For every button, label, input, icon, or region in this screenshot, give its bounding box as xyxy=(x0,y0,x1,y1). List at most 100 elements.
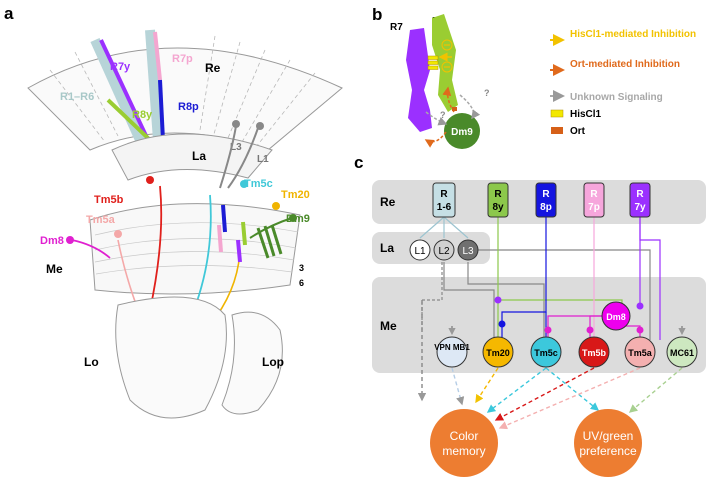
unknown-q-1: ? xyxy=(484,88,490,98)
receptor-r8y: R 8y xyxy=(487,182,509,218)
synapse-dot-2 xyxy=(498,320,506,328)
hiscl1-box-3 xyxy=(427,65,439,70)
l1-neuron xyxy=(227,127,259,189)
label-dm9-b: Dm9 xyxy=(451,127,473,138)
r8p-column xyxy=(158,79,165,141)
panel-b: b R7 R8 Dm9 ? ? HisCl1-mediated Inhibiti… xyxy=(372,5,696,149)
node-tm20-label: Tm20 xyxy=(486,348,510,358)
label-la: La xyxy=(192,149,206,163)
label-r7: R7 xyxy=(390,22,403,33)
row-re-label: Re xyxy=(380,195,396,209)
output-color-memory-line2: memory xyxy=(442,444,485,458)
hiscl1-box-2 xyxy=(427,60,439,65)
receptor-r8p-line1: R xyxy=(542,189,550,200)
node-vpn-mb1: VPN MB1 xyxy=(434,336,470,368)
synapse-dot-1 xyxy=(494,296,502,304)
medulla-region xyxy=(89,203,301,295)
node-tm5a-label: Tm5a xyxy=(628,348,653,358)
legend-ort-inhibition-label: Ort-mediated Inhibition xyxy=(570,59,680,70)
label-layer-3: 3 xyxy=(299,263,304,273)
node-vpn-mb1-label: VPN MB1 xyxy=(434,343,470,352)
label-r8y: R8y xyxy=(132,109,153,121)
synapse-dot-6 xyxy=(636,326,644,334)
r7p-column xyxy=(153,31,162,81)
label-lo: Lo xyxy=(84,355,99,369)
legend-unknown-label: Unknown Signaling xyxy=(570,92,663,103)
lobula-region xyxy=(115,296,227,419)
row-me-label: Me xyxy=(380,319,397,333)
label-dm9: Dm9 xyxy=(286,213,310,225)
dm9-neuron xyxy=(249,217,293,239)
legend-hiscl1-box xyxy=(550,109,564,118)
panel-a: a R7y R7p Re R1–R6 R8y R8p La L3 L1 xyxy=(4,4,343,419)
r8y-terminal xyxy=(241,221,247,246)
r8p-terminal xyxy=(221,204,227,233)
r1-6-column-2 xyxy=(145,29,163,141)
node-tm5b-label: Tm5b xyxy=(582,348,607,358)
ort-box-1 xyxy=(452,107,457,111)
output-uv-green-preference: UV/green preference xyxy=(574,409,642,477)
synapse-dot-4 xyxy=(544,326,552,334)
label-r7p: R7p xyxy=(172,53,193,65)
receptor-r1-6: R 1-6 xyxy=(432,182,456,218)
r7y-terminal xyxy=(236,239,242,263)
unknown-arrow-1 xyxy=(459,94,481,120)
label-tm5a: Tm5a xyxy=(86,214,116,226)
label-l3: L3 xyxy=(230,142,242,153)
r8-cell-shape xyxy=(432,14,458,112)
label-r1-6: R1–R6 xyxy=(60,91,94,103)
r8y-column xyxy=(106,98,152,142)
dm8-soma xyxy=(66,236,74,244)
lamina-l1: L1 xyxy=(409,239,431,261)
node-tm5c: Tm5c xyxy=(530,336,562,368)
unknown-q-2: ? xyxy=(440,110,446,120)
receptor-r7p: R 7p xyxy=(583,182,605,218)
dm9-soma xyxy=(289,214,297,222)
label-lop: Lop xyxy=(262,355,284,369)
receptor-r8y-line2: 8y xyxy=(492,202,504,213)
receptor-r7y-line1: R xyxy=(636,189,644,200)
label-dm8: Dm8 xyxy=(40,235,64,247)
node-mc61-label: MC61 xyxy=(670,348,694,358)
node-mc61: MC61 xyxy=(666,336,698,368)
lamina-l2-label: L2 xyxy=(438,246,450,257)
output-uv-green-line1: UV/green xyxy=(583,429,634,443)
node-dm8: Dm8 xyxy=(601,301,631,331)
label-tm5c: Tm5c xyxy=(244,178,273,190)
l3-neuron xyxy=(219,125,237,189)
label-layer-6: 6 xyxy=(299,278,304,288)
lamina-l2: L2 xyxy=(433,239,455,261)
node-tm20: Tm20 xyxy=(482,336,514,368)
tm5a-soma xyxy=(114,230,122,238)
label-tm20: Tm20 xyxy=(281,189,310,201)
receptor-r7y-line2: 7y xyxy=(634,202,646,213)
label-r7y: R7y xyxy=(110,61,131,73)
receptor-r7y: R 7y xyxy=(629,182,651,218)
synapse-dot-5 xyxy=(586,326,594,334)
legend-hiscl1-inhibition-label: HisCl1-mediated Inhibition xyxy=(570,29,696,40)
panel-a-label: a xyxy=(4,4,14,23)
ort-arrow-r7 xyxy=(424,131,447,148)
l3-soma xyxy=(232,120,240,128)
legend-hiscl1-label: HisCl1 xyxy=(570,109,602,120)
lobula-plate-region xyxy=(221,311,283,415)
node-tm5b: Tm5b xyxy=(578,336,610,368)
r7y-column xyxy=(99,39,150,141)
dm9-arbors xyxy=(256,224,283,259)
lamina-l3: L3 xyxy=(457,239,479,261)
receptor-r8y-line1: R xyxy=(494,189,502,200)
panel-c-label: c xyxy=(354,153,363,172)
row-la-label: La xyxy=(380,241,394,255)
output-uv-green-line2: preference xyxy=(579,444,637,458)
tm20-soma xyxy=(272,202,280,210)
receptor-r1-6-line2: 1-6 xyxy=(437,202,452,213)
tm5c-soma xyxy=(240,180,248,188)
legend-ort-box xyxy=(551,127,563,134)
node-tm5a: Tm5a xyxy=(624,336,656,368)
receptor-r1-6-line1: R xyxy=(440,189,448,200)
r7p-terminal xyxy=(217,224,223,253)
output-color-memory-line1: Color xyxy=(450,429,479,443)
unknown-arrow-2 xyxy=(425,111,448,126)
node-tm5c-label: Tm5c xyxy=(534,348,558,358)
